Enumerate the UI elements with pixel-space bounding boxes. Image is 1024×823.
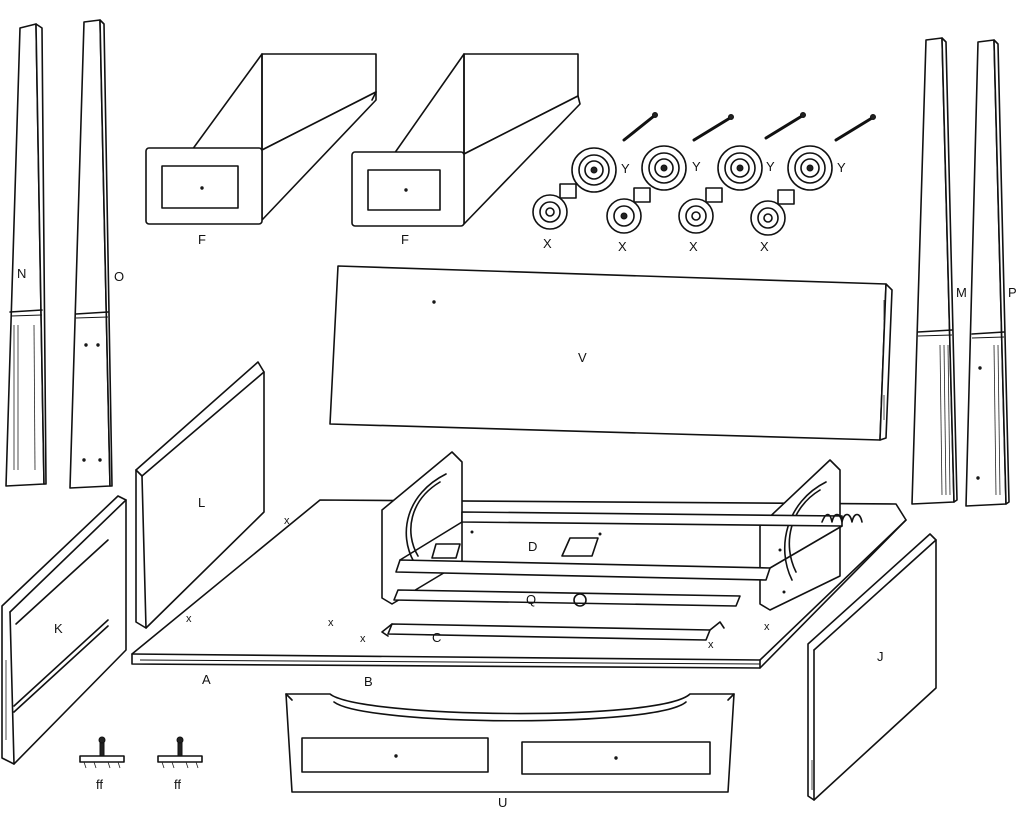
rail-c: C bbox=[381, 621, 725, 645]
plate-x-4: X bbox=[750, 189, 795, 254]
plate-x-3-label: X bbox=[689, 239, 698, 254]
panel-v-label: V bbox=[578, 350, 587, 365]
base-a-label: A bbox=[202, 672, 211, 687]
plate-x-1: X bbox=[532, 183, 577, 251]
drawer-f-left-label: F bbox=[198, 232, 206, 247]
front-u-label: U bbox=[498, 795, 507, 810]
panel-l: L bbox=[135, 361, 265, 629]
leg-m: M bbox=[911, 37, 967, 505]
plate-x-4-label: X bbox=[760, 239, 769, 254]
leg-o: O bbox=[69, 19, 124, 489]
rail-c-label: C bbox=[432, 630, 441, 645]
caster-y-1-label: Y bbox=[621, 161, 630, 176]
mark-x-2: x bbox=[186, 613, 192, 625]
plate-x-2: X bbox=[606, 187, 651, 254]
panel-j: J bbox=[807, 533, 937, 801]
foot-ff-1: ff bbox=[79, 736, 125, 792]
frame-d-label: D bbox=[528, 539, 537, 554]
leg-n: N bbox=[5, 23, 47, 487]
position-marks: x x x x x x bbox=[186, 515, 770, 651]
panel-l-label: L bbox=[198, 495, 205, 510]
leg-p: P bbox=[965, 39, 1017, 507]
drawer-f-left: F bbox=[145, 53, 377, 247]
rail-q-label: Q bbox=[526, 592, 536, 607]
caster-y-1: Y bbox=[571, 147, 630, 193]
panel-j-label: J bbox=[877, 649, 884, 664]
panel-k-label: K bbox=[54, 621, 63, 636]
caster-y-3: Y bbox=[717, 145, 775, 191]
foot-ff-2: ff bbox=[157, 736, 203, 792]
leg-p-label: P bbox=[1008, 285, 1017, 300]
foot-ff-1-label: ff bbox=[96, 777, 103, 792]
leg-n-label: N bbox=[17, 266, 26, 281]
mark-x-1: x bbox=[284, 515, 290, 527]
drawer-f-right: F bbox=[351, 53, 581, 247]
panel-k: K bbox=[1, 495, 127, 765]
foot-ff-2-label: ff bbox=[174, 777, 181, 792]
drawer-f-right-label: F bbox=[401, 232, 409, 247]
caster-y-2-label: Y bbox=[692, 159, 701, 174]
caster-y-4: Y bbox=[787, 145, 846, 191]
mark-x-6: x bbox=[708, 639, 714, 651]
plate-x-3: X bbox=[678, 187, 723, 254]
base-panel: A B bbox=[131, 499, 907, 689]
screw-2 bbox=[692, 114, 734, 142]
frame-d: D bbox=[381, 451, 863, 611]
caster-y-3-label: Y bbox=[766, 159, 775, 174]
caster-y-2: Y bbox=[641, 145, 701, 191]
mark-x-5: x bbox=[764, 621, 770, 633]
base-b-label: B bbox=[364, 674, 373, 689]
leg-m-label: M bbox=[956, 285, 967, 300]
screw-3 bbox=[764, 112, 806, 140]
screw-4 bbox=[834, 114, 876, 142]
leg-o-label: O bbox=[114, 269, 124, 284]
plate-set: X X X X bbox=[532, 183, 795, 254]
plate-x-2-label: X bbox=[618, 239, 627, 254]
caster-set: Y Y Y Y bbox=[571, 112, 876, 193]
mark-x-4: x bbox=[360, 633, 366, 645]
plate-x-1-label: X bbox=[543, 236, 552, 251]
front-panel-u: U bbox=[285, 693, 735, 810]
mark-x-3: x bbox=[328, 617, 334, 629]
screw-1 bbox=[622, 112, 658, 142]
panel-v: V bbox=[329, 265, 893, 441]
caster-y-4-label: Y bbox=[837, 160, 846, 175]
rail-q: Q bbox=[393, 589, 741, 607]
